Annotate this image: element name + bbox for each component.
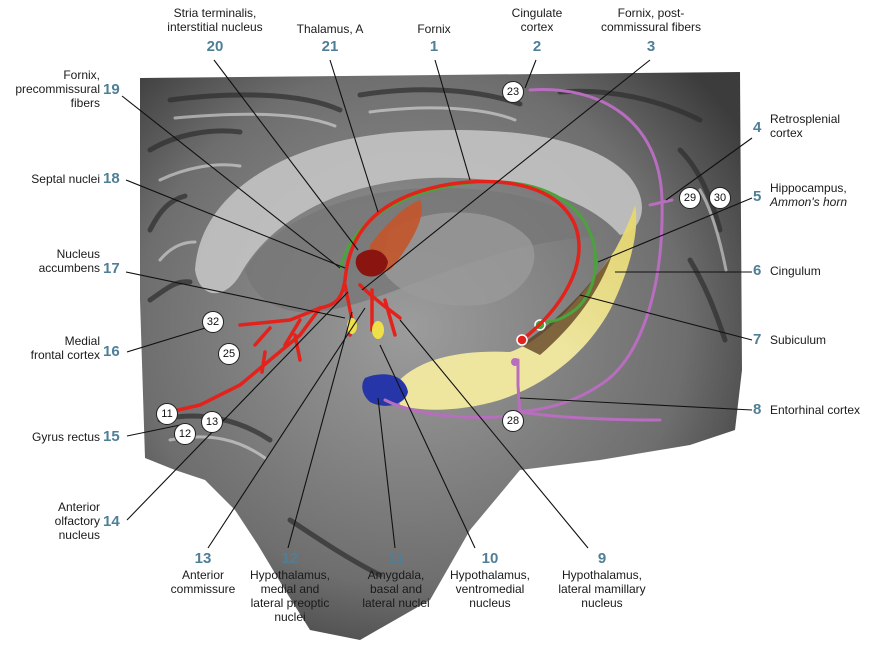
- marker-29: 29: [679, 187, 701, 209]
- thalamus-region: [380, 212, 535, 306]
- amygdala-blue: [362, 374, 408, 406]
- number-8: 8: [753, 401, 762, 418]
- number-6: 6: [753, 262, 762, 279]
- label-gyrus-rectus: Gyrus rectus: [31, 430, 100, 444]
- label-thalamus-a: Thalamus, A: [296, 22, 364, 36]
- label-septal-nuclei: Septal nuclei: [31, 172, 100, 186]
- number-21: 21: [321, 38, 339, 55]
- label-cingulum: Cingulum: [770, 264, 821, 278]
- number-1: 1: [429, 38, 439, 55]
- label-hippocampus: Hippocampus,Ammon's horn: [770, 181, 847, 209]
- number-7: 7: [753, 331, 762, 348]
- number-19: 19: [103, 81, 120, 98]
- label-subiculum: Subiculum: [770, 333, 827, 347]
- label-fornix-post: Fornix, post-commissural fibers: [600, 6, 702, 34]
- label-entorhinal: Entorhinal cortex: [770, 403, 861, 417]
- number-17: 17: [103, 260, 120, 277]
- label-fornix: Fornix: [417, 22, 451, 36]
- purple-terminal-dot: [511, 358, 519, 366]
- number-16: 16: [103, 343, 120, 360]
- marker-13: 13: [201, 411, 223, 433]
- number-3: 3: [646, 38, 656, 55]
- marker-30: 30: [709, 187, 731, 209]
- number-11: 11: [388, 550, 404, 567]
- number-2: 2: [532, 38, 542, 55]
- ammons-horn-streak: [520, 255, 612, 355]
- red-terminal-dot: [516, 334, 528, 346]
- number-9: 9: [597, 550, 607, 567]
- marker-11: 11: [156, 403, 178, 425]
- brain-section-image: [140, 72, 742, 640]
- hypothalamus-yellow: [372, 321, 384, 339]
- number-10: 10: [481, 550, 499, 567]
- marker-32: 32: [202, 311, 224, 333]
- number-12: 12: [281, 550, 299, 567]
- marker-23: 23: [502, 81, 524, 103]
- marker-25: 25: [218, 343, 240, 365]
- number-20: 20: [206, 38, 224, 55]
- number-15: 15: [103, 428, 120, 445]
- leader-lines: [121, 59, 753, 549]
- number-18: 18: [103, 170, 120, 187]
- corpus-callosum: [195, 129, 642, 294]
- septal-patch: [355, 249, 388, 277]
- marker-12: 12: [174, 423, 196, 445]
- marker-28: 28: [502, 410, 524, 432]
- number-13: 13: [194, 550, 212, 567]
- hippocampus-yellow: [395, 205, 637, 410]
- number-5: 5: [753, 188, 762, 205]
- number-14: 14: [103, 513, 120, 530]
- label-stria-terminalis: Stria terminalis,interstitial nucleus: [167, 6, 263, 34]
- number-4: 4: [753, 119, 762, 136]
